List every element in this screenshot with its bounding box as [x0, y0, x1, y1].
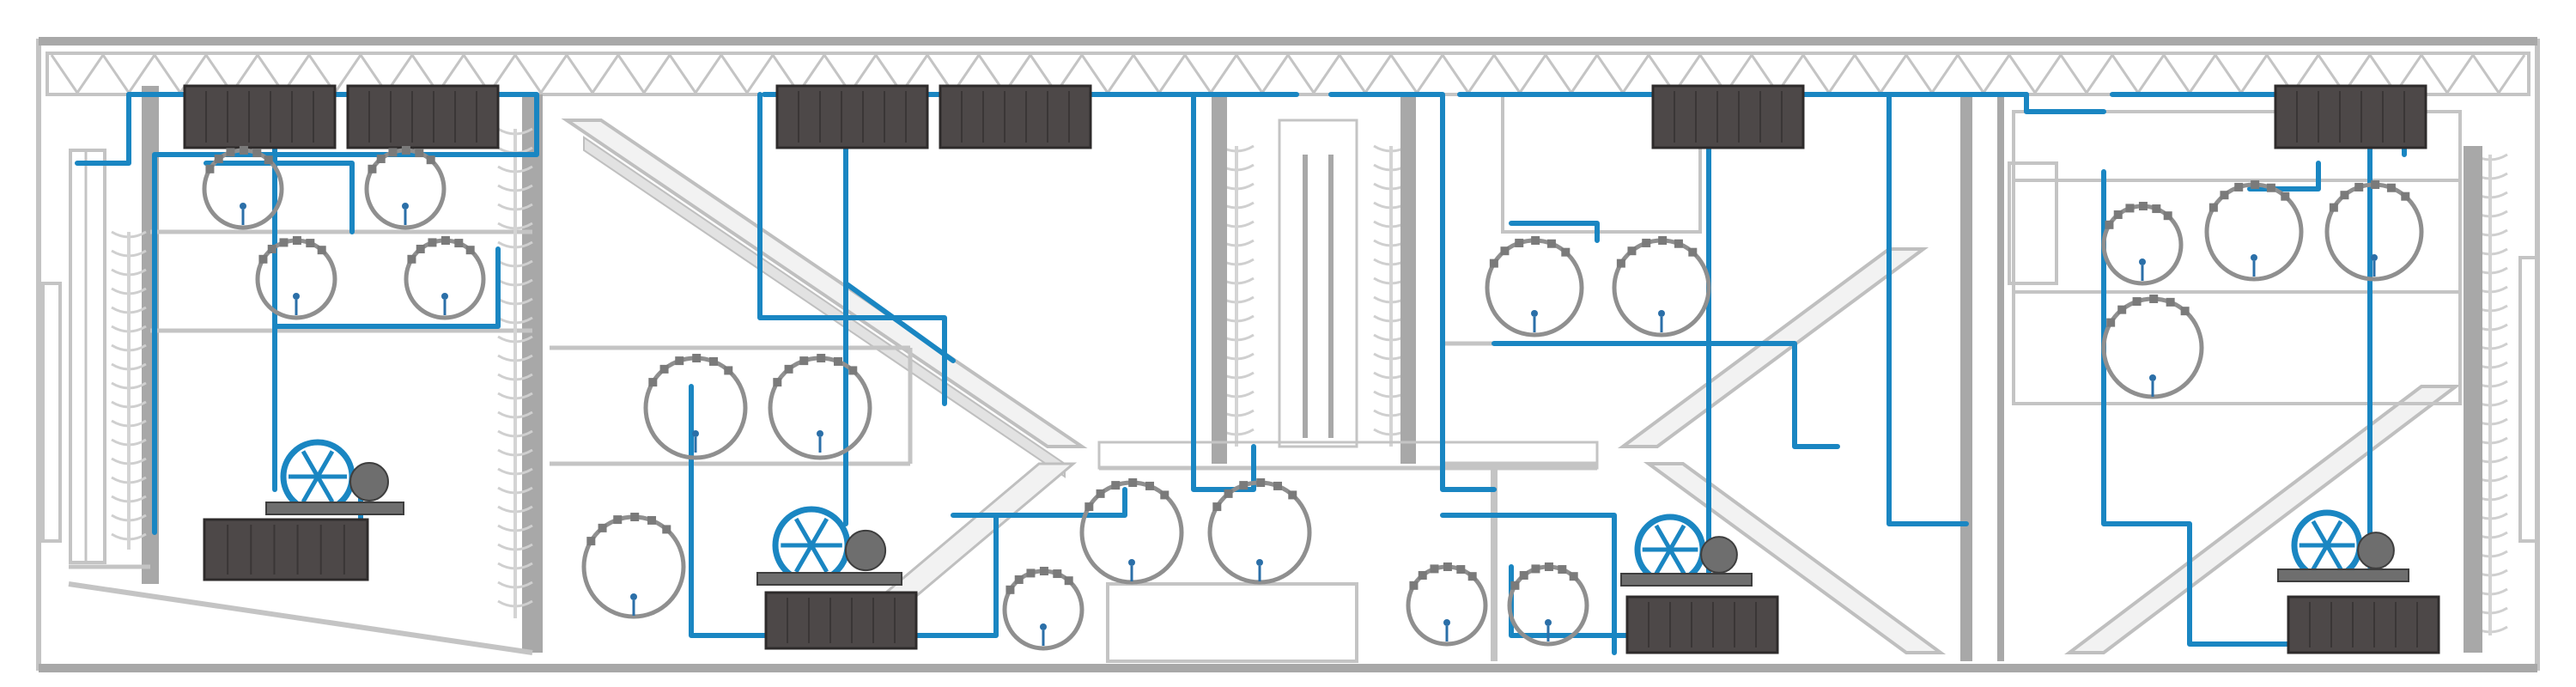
person-figure-icon: [630, 593, 637, 600]
gear-icon: [349, 462, 389, 502]
gear-icon: [844, 529, 887, 572]
storage-tank-icon: [203, 518, 369, 581]
person-figure-icon: [1658, 310, 1665, 317]
person-figure-icon: [692, 430, 699, 437]
storage-tank-icons: [183, 84, 2440, 654]
storage-tank-icon: [2287, 595, 2440, 654]
storage-tank-icon: [1625, 595, 1779, 654]
storage-tank-icon: [939, 84, 1092, 149]
person-figure-icon: [293, 293, 300, 300]
person-figure-icon: [2251, 254, 2257, 261]
pump-wheel-icons: [265, 439, 2409, 587]
middle-structure: [550, 93, 1760, 663]
left-tower: [41, 86, 543, 655]
person-figure-icon: [1256, 559, 1263, 566]
gear-icon: [1700, 536, 1738, 574]
person-figure-icon: [2149, 374, 2156, 381]
person-figure-icon: [1545, 619, 1552, 626]
person-figure-icons: [240, 203, 2378, 646]
ring-tube-icons: [202, 146, 2424, 651]
person-figure-icon: [1040, 623, 1047, 630]
person-figure-icon: [1531, 310, 1538, 317]
person-figure-icon: [1128, 559, 1135, 566]
person-figure-icon: [441, 293, 448, 300]
person-figure-icon: [817, 430, 823, 437]
person-figure-icon: [2371, 254, 2378, 261]
person-figure-icon: [240, 203, 246, 210]
storage-tank-icon: [346, 84, 500, 149]
storage-tank-icon: [764, 591, 918, 650]
storage-tank-icon: [775, 84, 929, 149]
gear-icon: [2357, 532, 2395, 569]
storage-tank-icon: [1651, 84, 1805, 149]
person-figure-icon: [402, 203, 409, 210]
storage-tank-icon: [183, 84, 337, 149]
storage-tank-icon: [2274, 84, 2427, 149]
right-structure: [1960, 94, 2539, 661]
person-figure-icon: [1443, 619, 1450, 626]
person-figure-icon: [2139, 258, 2146, 265]
